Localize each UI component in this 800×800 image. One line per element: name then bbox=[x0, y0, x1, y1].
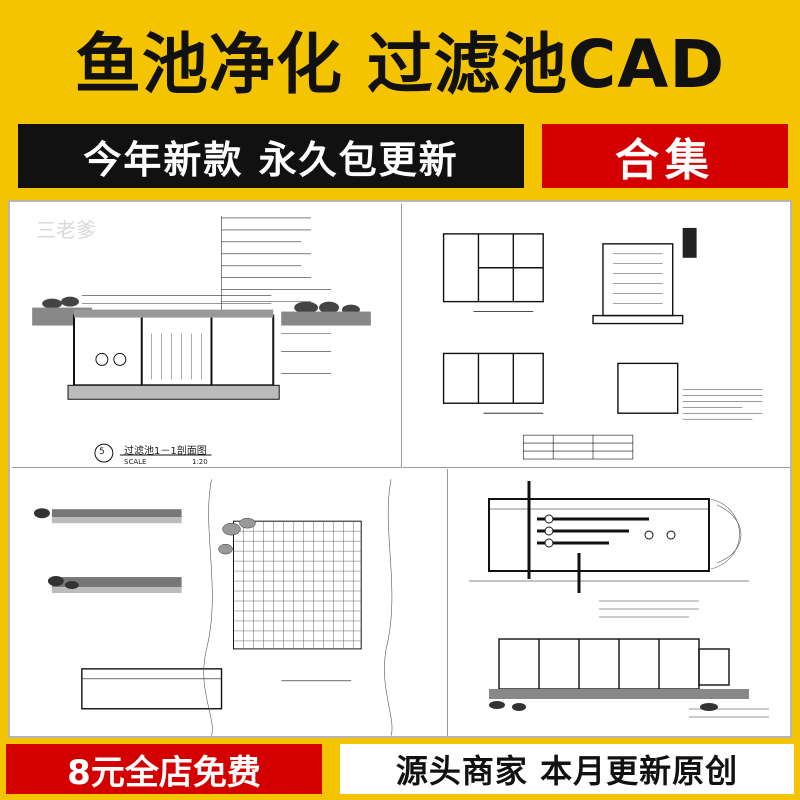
cad-panel-section-view: 三老爹 bbox=[12, 204, 402, 468]
cad-panel-gravel-plan bbox=[12, 469, 448, 736]
cad-panel-pipe-layout bbox=[449, 469, 790, 736]
watermark: 三老爹 bbox=[36, 218, 96, 242]
pipe-drawing bbox=[469, 481, 769, 718]
section-scale-label: SCALE bbox=[124, 458, 147, 466]
cad-panel-plan-view bbox=[403, 204, 790, 468]
banner-title: 鱼池净化 过滤池CAD bbox=[74, 26, 726, 103]
section-number: 5 bbox=[99, 447, 105, 457]
collection-badge: 合集 bbox=[542, 124, 788, 188]
promo-banner: 8元全店免费 bbox=[6, 744, 322, 794]
section-caption: 过滤池1－1剖面图 bbox=[124, 446, 207, 457]
new-style-badge: 今年新款 永久包更新 bbox=[18, 124, 524, 188]
tagline-banner: 源头商家 本月更新原创 bbox=[340, 744, 794, 794]
cad-drawing-sheet: 三老爹 bbox=[8, 200, 792, 738]
section-scale-ratio: 1:20 bbox=[192, 458, 208, 466]
gravel-drawing bbox=[33, 479, 393, 736]
plan-drawing bbox=[442, 227, 763, 460]
section-drawing bbox=[32, 215, 371, 463]
